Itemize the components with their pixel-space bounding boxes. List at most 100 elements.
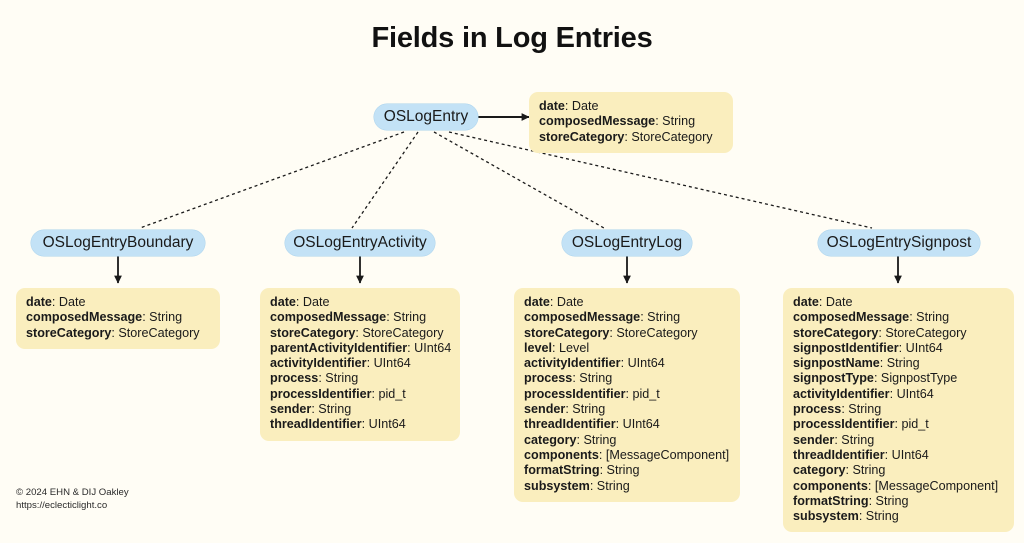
field-name: sender [270, 402, 312, 417]
field-type: : String [311, 402, 352, 417]
field-name: threadIdentifier [793, 447, 885, 462]
field-type: : [MessageComponent] [598, 447, 730, 462]
field-type: : StoreCategory [624, 129, 713, 144]
field-type: : UInt64 [407, 340, 452, 355]
field-type: : Date [818, 295, 853, 309]
field-name: storeCategory [270, 325, 356, 340]
field-row: activityIdentifier: UInt64 [524, 356, 730, 371]
field-row: subsystem: String [793, 509, 1004, 524]
footer-copyright: © 2024 EHN & DIJ Oakley [16, 487, 129, 498]
field-name: date [26, 295, 52, 309]
field-name: activityIdentifier [270, 356, 367, 371]
field-type: : pid_t [894, 417, 929, 432]
field-name: composedMessage [270, 310, 387, 325]
field-name: subsystem [793, 509, 859, 524]
field-type: : String [655, 114, 696, 129]
field-name: composedMessage [539, 114, 656, 129]
field-name: storeCategory [793, 325, 879, 340]
field-name: processIdentifier [524, 386, 626, 401]
field-row: date: Date [26, 295, 210, 310]
field-name: subsystem [524, 478, 590, 493]
field-row: sender: String [524, 402, 730, 417]
footer: © 2024 EHN & DIJ Oakley https://eclectic… [16, 486, 129, 512]
field-type: : String [909, 310, 950, 325]
field-row: date: Date [270, 295, 450, 310]
field-type: : String [576, 432, 617, 447]
field-name: components [524, 447, 599, 462]
node-oslogentryboundary[interactable]: OSLogEntryBoundary [31, 230, 205, 256]
field-row: level: Level [524, 341, 730, 356]
field-type: : StoreCategory [609, 325, 698, 340]
field-type: : String [318, 371, 359, 386]
field-type: : String [868, 493, 909, 508]
field-type: : Date [295, 295, 330, 309]
field-row: date: Date [793, 295, 1004, 310]
field-name: formatString [524, 463, 600, 478]
field-name: storeCategory [26, 325, 112, 340]
field-type: : String [640, 310, 681, 325]
field-name: components [793, 478, 868, 493]
field-row: formatString: String [524, 463, 730, 478]
field-row: processIdentifier: pid_t [270, 387, 450, 402]
field-type: : [MessageComponent] [867, 478, 999, 493]
field-type: : StoreCategory [355, 325, 444, 340]
node-oslogentry[interactable]: OSLogEntry [374, 104, 478, 130]
field-type: : UInt64 [620, 356, 665, 371]
field-type: : pid_t [625, 386, 660, 401]
field-type: : String [845, 463, 886, 478]
field-name: signpostType [793, 371, 874, 386]
field-name: process [270, 371, 319, 386]
field-name: sender [524, 402, 566, 417]
field-type: : UInt64 [898, 340, 943, 355]
field-type: : String [834, 432, 875, 447]
field-type: : pid_t [371, 386, 406, 401]
field-type: : String [841, 402, 882, 417]
node-oslogentrysignpost[interactable]: OSLogEntrySignpost [818, 230, 980, 256]
edge-root-to-activity [351, 131, 419, 229]
field-row: activityIdentifier: UInt64 [793, 387, 1004, 402]
field-row: signpostType: SignpostType [793, 371, 1004, 386]
field-name: date [539, 99, 565, 113]
field-row: subsystem: String [524, 479, 730, 494]
node-oslogentrylog[interactable]: OSLogEntryLog [562, 230, 692, 256]
field-row: parentActivityIdentifier: UInt64 [270, 340, 452, 356]
field-row: storeCategory: StoreCategory [26, 326, 210, 341]
field-name: storeCategory [539, 129, 625, 144]
field-name: activityIdentifier [793, 386, 890, 401]
field-name: sender [793, 432, 835, 447]
field-type: : StoreCategory [111, 325, 200, 340]
field-row: process: String [270, 371, 450, 386]
field-name: date [793, 295, 819, 309]
field-name: storeCategory [524, 325, 610, 340]
field-type: : UInt64 [615, 417, 660, 432]
field-type: : String [572, 371, 613, 386]
field-name: activityIdentifier [524, 356, 621, 371]
field-type: : UInt64 [366, 356, 411, 371]
field-name: threadIdentifier [270, 417, 362, 432]
field-row: composedMessage: String [270, 310, 450, 325]
field-row: composedMessage: String [26, 310, 210, 325]
field-row: signpostName: String [793, 356, 1004, 371]
field-name: composedMessage [26, 310, 143, 325]
field-row: composedMessage: String [793, 310, 1004, 325]
field-type: : Level [552, 340, 590, 355]
field-name: processIdentifier [793, 417, 895, 432]
node-oslogentryactivity[interactable]: OSLogEntryActivity [285, 230, 435, 256]
field-name: processIdentifier [270, 386, 372, 401]
field-row: sender: String [793, 433, 1004, 448]
field-name: process [793, 402, 842, 417]
field-row: storeCategory: StoreCategory [793, 326, 1004, 341]
field-type: : String [565, 402, 606, 417]
field-row: components: [MessageComponent] [524, 448, 730, 463]
field-row: storeCategory: StoreCategory [524, 326, 730, 341]
field-row: threadIdentifier: UInt64 [270, 417, 450, 432]
field-row: process: String [524, 371, 730, 386]
field-row: sender: String [270, 402, 450, 417]
field-name: category [793, 463, 846, 478]
field-name: composedMessage [793, 310, 910, 325]
